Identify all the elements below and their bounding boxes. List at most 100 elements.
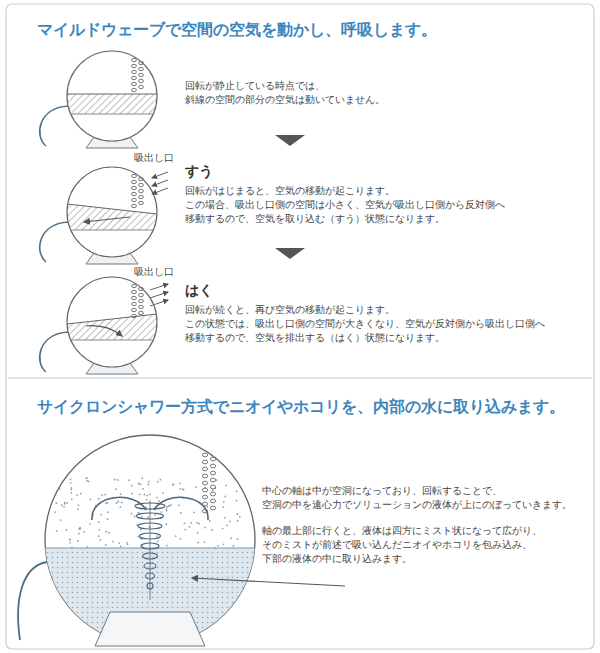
outlet-hole bbox=[202, 460, 207, 464]
power-cable bbox=[40, 332, 68, 372]
mist-dot bbox=[71, 498, 73, 500]
mist-dot bbox=[131, 493, 133, 495]
outlet-hole bbox=[132, 58, 137, 61]
mist-dot bbox=[120, 493, 122, 495]
mist-dot bbox=[179, 488, 181, 490]
mist-dot bbox=[188, 526, 190, 528]
mist-dot bbox=[80, 493, 82, 495]
mist-dot bbox=[156, 535, 158, 537]
sphere-unit bbox=[40, 167, 168, 264]
mist-dot bbox=[121, 502, 123, 504]
mist-dot bbox=[142, 488, 144, 490]
mist-dot bbox=[166, 545, 168, 547]
mist-dot bbox=[137, 512, 139, 514]
outlet-hole bbox=[132, 82, 137, 85]
outlet-hole bbox=[139, 195, 144, 198]
mist-spray-left bbox=[92, 497, 146, 520]
water-surface bbox=[67, 340, 157, 341]
mist-dot bbox=[214, 547, 216, 549]
mist-dot bbox=[236, 500, 238, 502]
mist-dot bbox=[226, 525, 228, 527]
mist-dot bbox=[165, 508, 167, 510]
outlet-hole bbox=[210, 499, 215, 503]
mist-dot bbox=[131, 485, 133, 487]
outlet-label: 吸出し口 bbox=[134, 151, 194, 163]
mist-dot bbox=[236, 513, 238, 515]
outlet-hole bbox=[139, 61, 144, 64]
mist-dot bbox=[66, 502, 68, 504]
mist-dot bbox=[195, 486, 197, 488]
sphere-unit bbox=[40, 51, 157, 148]
outlet-hole bbox=[132, 70, 137, 73]
outlet-hole bbox=[132, 290, 137, 293]
outlet-hole bbox=[202, 502, 207, 506]
mist-dot bbox=[66, 529, 68, 531]
mist-dot bbox=[107, 518, 109, 520]
mist-dot bbox=[101, 494, 103, 496]
mist-dot bbox=[156, 497, 158, 499]
mist-dot bbox=[55, 502, 57, 504]
mist-dot bbox=[166, 523, 168, 525]
mist-dot bbox=[105, 544, 107, 546]
sphere-unit bbox=[40, 277, 168, 374]
intake-stroke bbox=[152, 180, 168, 186]
mist-dot bbox=[90, 498, 92, 500]
mist-dot bbox=[56, 530, 58, 532]
air-flow-arrow bbox=[86, 326, 122, 336]
outlet-hole bbox=[132, 198, 137, 201]
outlet-hole bbox=[202, 488, 207, 492]
mist-dot bbox=[146, 499, 148, 501]
step-description: 回転が静止している時点では、 斜線の空間の部分の空気は動いていません。 bbox=[185, 78, 485, 106]
outlet-hole bbox=[210, 492, 215, 496]
mist-dot bbox=[204, 527, 206, 529]
outlet-hole bbox=[139, 201, 144, 204]
air-space-hatch bbox=[67, 204, 157, 230]
mist-dot bbox=[233, 545, 235, 547]
mechanism-note: 軸の最上部に行くと、液体は四方にミスト状になって広がり、 そのミストが前述で吸い… bbox=[262, 524, 584, 566]
mist-dot bbox=[70, 482, 72, 484]
mist-dot bbox=[166, 506, 168, 508]
mist-dot bbox=[183, 522, 185, 524]
outlet-hole bbox=[139, 287, 144, 290]
mist-dot bbox=[211, 529, 213, 531]
outlet-hole bbox=[202, 495, 207, 499]
mist-dot bbox=[127, 543, 129, 545]
hollow-shaft bbox=[150, 500, 151, 600]
mist-dot bbox=[237, 520, 239, 522]
water-surface bbox=[67, 114, 157, 115]
mist-dot bbox=[198, 523, 200, 525]
outlet-hole bbox=[132, 192, 137, 195]
mist-dot bbox=[86, 477, 88, 479]
outlet-hole bbox=[132, 308, 137, 311]
mist-dot bbox=[148, 481, 150, 483]
water-surface bbox=[67, 230, 157, 231]
mist-dot bbox=[71, 546, 73, 548]
air-flow-arrow bbox=[84, 217, 130, 222]
mist-dot bbox=[100, 514, 102, 516]
mist-dot bbox=[130, 513, 132, 515]
mist-dot bbox=[182, 488, 184, 490]
mist-dot bbox=[141, 477, 143, 479]
mist-dot bbox=[107, 511, 109, 513]
mist-dot bbox=[175, 535, 177, 537]
outlet-hole bbox=[210, 464, 215, 468]
mist-dot bbox=[77, 508, 79, 510]
mist-dot bbox=[225, 484, 227, 486]
mist-dot bbox=[224, 517, 226, 519]
mist-dot bbox=[120, 546, 122, 548]
step-description: 回転が続くと、再び空気の移動が起こります。 この状態では、吸出し口側の空間が大き… bbox=[185, 302, 585, 344]
mist-dot bbox=[239, 516, 241, 518]
mist-dot bbox=[197, 532, 199, 534]
outlet-hole bbox=[132, 64, 137, 67]
mist-dot bbox=[107, 502, 109, 504]
mist-dot bbox=[98, 535, 100, 537]
mist-dot bbox=[168, 505, 170, 507]
step-description: 回転がはじまると、空気の移動が起こります。 この場合、吸出し口側の空間は小さく、… bbox=[185, 183, 585, 225]
mist-dot bbox=[157, 481, 159, 483]
mist-dot bbox=[114, 479, 116, 481]
mist-dot bbox=[236, 490, 238, 492]
intake-stroke bbox=[152, 188, 168, 194]
mist-dot bbox=[99, 539, 101, 541]
outlet-hole bbox=[139, 311, 144, 314]
